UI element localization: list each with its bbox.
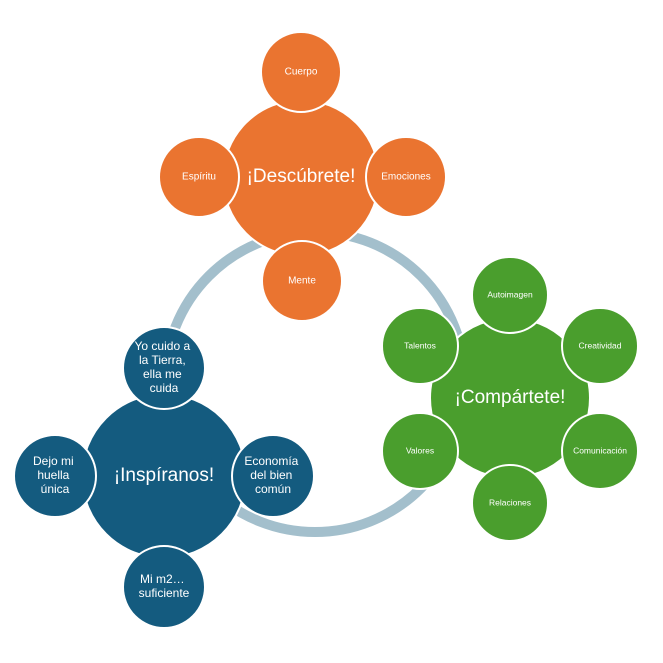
label-economia-line-2: del bien bbox=[250, 468, 292, 482]
satellite-mi-m2 bbox=[122, 545, 206, 629]
label-comunicacion: Comunicación bbox=[573, 445, 627, 455]
cluster-descubrete: ¡Descúbrete! Cuerpo Emociones Mente Espí… bbox=[158, 31, 447, 322]
label-talentos: Talentos bbox=[404, 340, 436, 350]
satellite-comunicacion bbox=[561, 412, 639, 490]
cluster-inspiranos: ¡Inspíranos! Yo cuido a la Tierra, ella … bbox=[13, 326, 315, 629]
satellite-emociones bbox=[365, 136, 447, 218]
label-cuerpo: Cuerpo bbox=[285, 67, 318, 78]
label-mi-m2-line-2: suficiente bbox=[139, 586, 190, 600]
satellite-cuerpo bbox=[260, 31, 342, 113]
label-mi-m2: Mi m2… suficiente bbox=[139, 572, 190, 600]
label-cuido-tierra-line-4: cuida bbox=[150, 381, 179, 395]
label-espiritu: Espíritu bbox=[182, 172, 216, 183]
label-relaciones: Relaciones bbox=[489, 497, 531, 507]
satellite-creatividad bbox=[561, 307, 639, 385]
label-huella: Dejo mi huella única bbox=[33, 454, 77, 496]
label-cuido-tierra: Yo cuido a la Tierra, ella me cuida bbox=[135, 339, 194, 395]
satellite-talentos bbox=[381, 307, 459, 385]
hub-label-descubrete: ¡Descúbrete! bbox=[247, 166, 356, 187]
label-valores: Valores bbox=[406, 445, 434, 455]
satellite-economia bbox=[231, 434, 315, 518]
label-cuido-tierra-line-3: ella me bbox=[143, 367, 182, 381]
label-autoimagen: Autoimagen bbox=[487, 289, 533, 299]
label-economia: Economía del bien común bbox=[244, 454, 301, 496]
satellite-autoimagen bbox=[471, 256, 549, 334]
satellite-relaciones bbox=[471, 464, 549, 542]
satellite-valores bbox=[381, 412, 459, 490]
label-mi-m2-line-1: Mi m2… bbox=[140, 572, 185, 586]
label-huella-line-3: única bbox=[41, 482, 70, 496]
hub-label-compartete: ¡Compártete! bbox=[455, 387, 566, 408]
label-cuido-tierra-line-2: la Tierra, bbox=[139, 353, 186, 367]
label-emociones: Emociones bbox=[381, 172, 430, 183]
label-huella-line-1: Dejo mi bbox=[33, 454, 74, 468]
satellite-huella bbox=[13, 434, 97, 518]
label-creatividad: Creatividad bbox=[579, 340, 622, 350]
satellite-espiritu bbox=[158, 136, 240, 218]
label-economia-line-1: Economía bbox=[244, 454, 298, 468]
satellite-cuido-tierra bbox=[122, 326, 206, 410]
label-huella-line-2: huella bbox=[37, 468, 69, 482]
label-cuido-tierra-line-1: Yo cuido a bbox=[135, 339, 191, 353]
cluster-compartete: ¡Compártete! Autoimagen Creatividad Comu… bbox=[381, 256, 639, 542]
label-economia-line-3: común bbox=[255, 482, 291, 496]
hub-label-inspiranos: ¡Inspíranos! bbox=[114, 465, 214, 486]
label-mente: Mente bbox=[288, 276, 316, 287]
satellite-mente bbox=[261, 240, 343, 322]
